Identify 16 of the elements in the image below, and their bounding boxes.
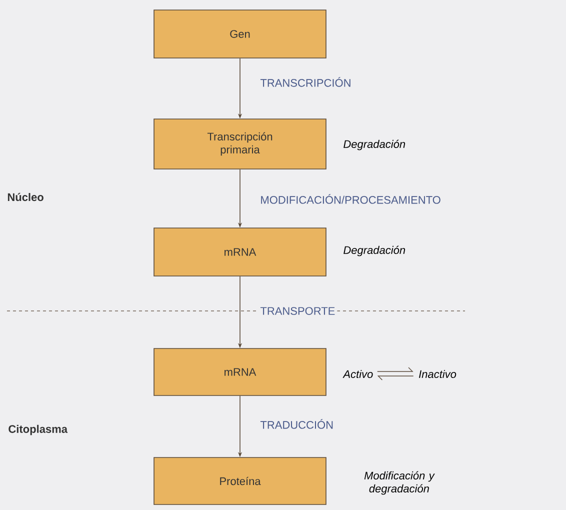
side-note: Degradación <box>344 140 406 150</box>
process-box: mRNA <box>154 348 326 396</box>
state-label: Inactivo <box>419 370 456 378</box>
edge-label: TRADUCCIÓN <box>258 417 336 431</box>
edge-label: TRANSPORTE <box>258 305 338 317</box>
region-label: Núcleo <box>8 192 44 202</box>
process-box: Transcripción primaria <box>154 118 326 170</box>
process-box: Proteína <box>154 457 326 505</box>
side-note: Activo <box>342 370 373 378</box>
side-note: Degradación <box>344 246 406 256</box>
edge-label: TRANSCRIPCIÓN <box>258 75 354 89</box>
process-box: mRNA <box>154 228 326 276</box>
region-label: Citoplasma <box>8 424 68 436</box>
process-box: Gen <box>154 10 326 58</box>
side-note: Modificación y degradación <box>364 471 435 495</box>
edge-label: MODIFICACIÓN/PROCESAMIENTO <box>258 192 443 206</box>
